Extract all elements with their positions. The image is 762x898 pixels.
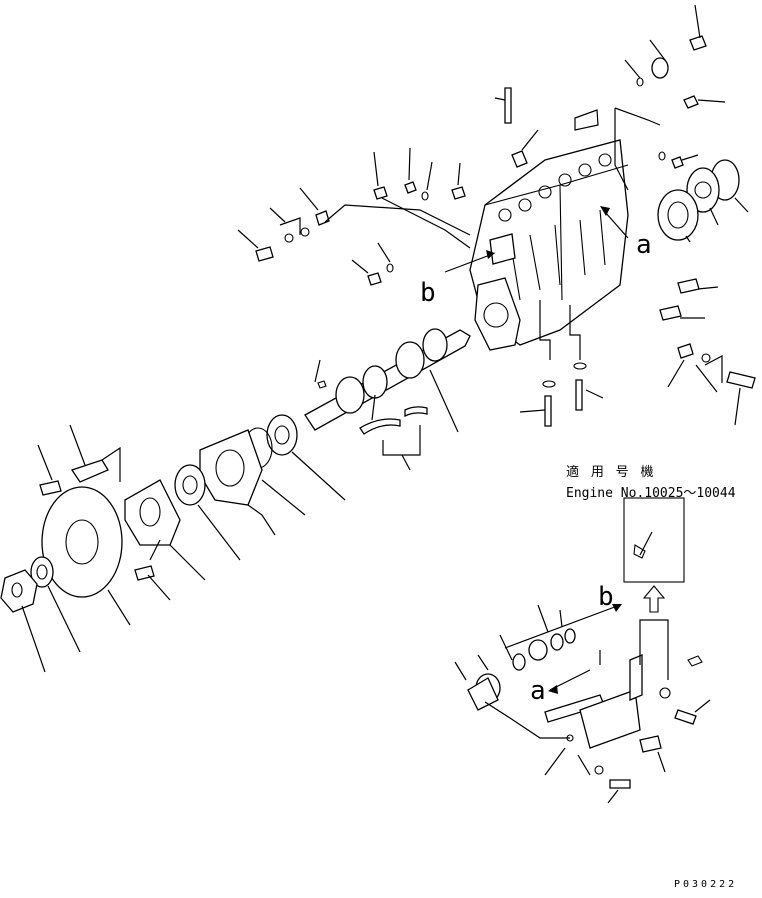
- right-side-parts: [657, 159, 756, 426]
- callout-b-upper: b: [420, 278, 436, 308]
- stop-solenoid-assembly: [454, 604, 711, 804]
- callout-a-lower: a: [530, 676, 546, 706]
- applicable-model-box: [623, 497, 685, 583]
- callout-b-lower: b: [598, 582, 614, 612]
- base-bolts: [519, 300, 604, 427]
- bearing-halves: [359, 394, 428, 471]
- applicable-title: 適 用 号 機: [566, 465, 656, 480]
- callout-arrows-upper: [444, 206, 629, 273]
- drawing-number: P030222: [674, 879, 738, 890]
- left-side-fittings: [237, 147, 471, 286]
- pump-housing: [469, 139, 629, 351]
- callout-a-upper: a: [636, 230, 652, 260]
- hollow-up-arrow: [642, 585, 666, 613]
- drive-end-parts: [37, 414, 346, 601]
- top-fittings: [494, 4, 726, 191]
- camshaft: [304, 328, 471, 433]
- coupling-parts: [0, 486, 131, 673]
- applicable-engine-range: Engine No.10025～10044: [566, 486, 736, 501]
